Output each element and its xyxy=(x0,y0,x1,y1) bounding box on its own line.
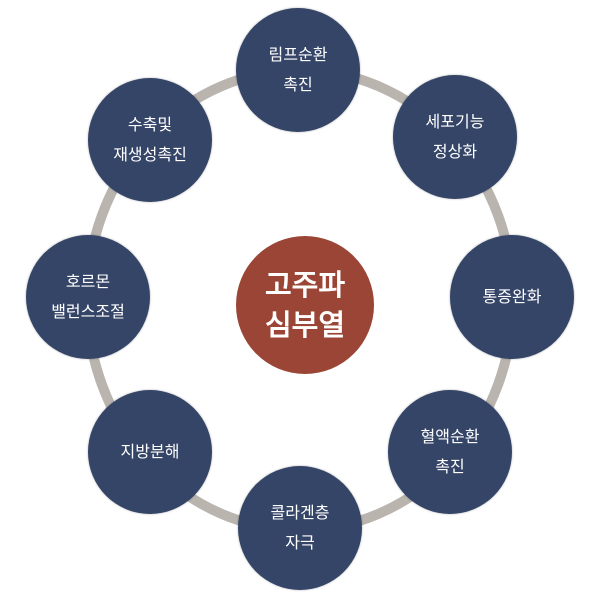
node-label-line2: 자극 xyxy=(285,533,315,552)
node-label-line1: 혈액순환 xyxy=(420,427,480,446)
node-collagen: 콜라겐층 자극 xyxy=(238,466,362,590)
center-label-line2: 심부열 xyxy=(264,308,346,342)
node-label-line2: 재생성촉진 xyxy=(113,145,187,164)
node-label-line1: 호르몬 xyxy=(65,272,111,291)
node-contraction-regeneration: 수축및 재생성촉진 xyxy=(88,78,212,202)
node-label-line1: 통증완화 xyxy=(482,287,542,306)
node-label-line1: 지방분해 xyxy=(120,442,180,461)
node-cell-function: 세포기능 정상화 xyxy=(393,75,517,199)
node-hormone-balance: 호르몬 밸런스조절 xyxy=(26,235,150,359)
node-lymph-circulation: 림프순환 촉진 xyxy=(236,8,360,132)
node-label-line1: 림프순환 xyxy=(268,45,328,64)
node-label-line1: 세포기능 xyxy=(425,112,485,131)
node-label-line2: 정상화 xyxy=(432,142,478,161)
node-label-line2: 밸런스조절 xyxy=(51,302,125,321)
center-circle: 고주파 심부열 xyxy=(236,236,374,374)
node-label-line1: 콜라겐층 xyxy=(270,503,330,522)
center-label-line1: 고주파 xyxy=(264,268,346,302)
node-fat-breakdown: 지방분해 xyxy=(88,390,212,514)
node-pain-relief: 통증완화 xyxy=(450,235,574,359)
node-label-line1: 수축및 xyxy=(127,115,173,134)
node-label-line2: 촉진 xyxy=(283,75,313,94)
node-label-line2: 촉진 xyxy=(435,457,465,476)
node-blood-circulation: 혈액순환 촉진 xyxy=(388,390,512,514)
